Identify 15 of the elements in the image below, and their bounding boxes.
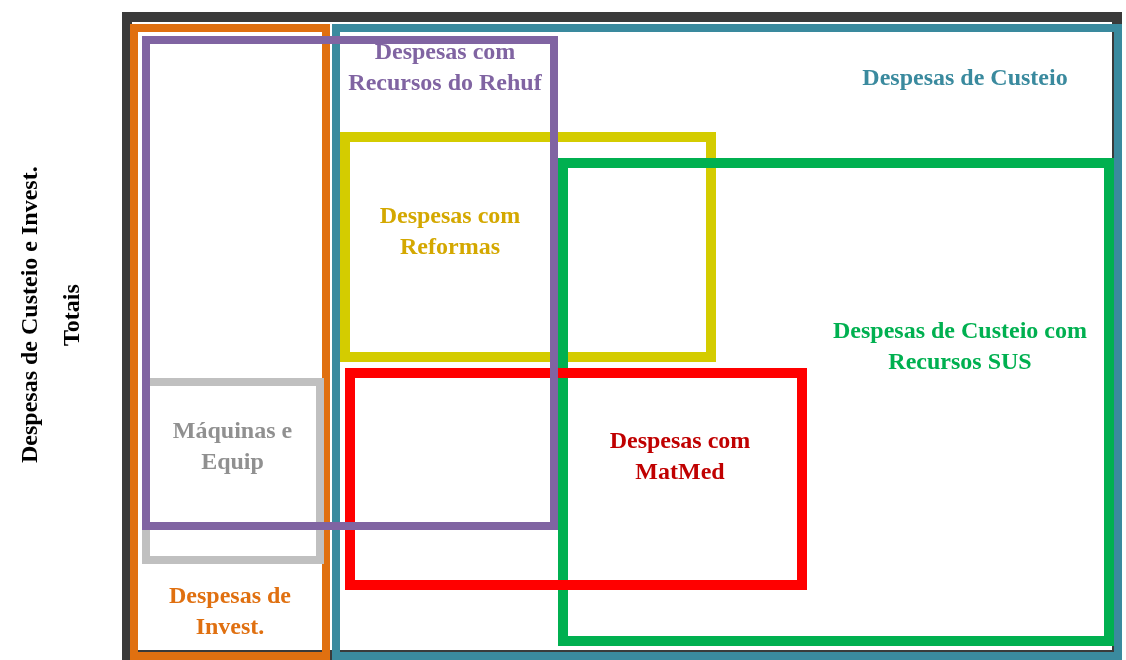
set-label: Despesas com MatMed bbox=[608, 426, 752, 486]
frame-heading: Despesas de Custeio e Invest. Totais bbox=[15, 165, 85, 466]
set-rectangle bbox=[332, 24, 1122, 660]
set-label: Despesas com Recursos do Rehuf bbox=[347, 37, 543, 97]
set-rectangle bbox=[558, 158, 1114, 646]
set-rectangle bbox=[130, 24, 330, 660]
set-label: Despesas com Reformas bbox=[378, 201, 522, 261]
set-rectangle bbox=[340, 132, 716, 362]
set-rectangle bbox=[142, 36, 558, 530]
set-label: Despesas de Custeio bbox=[861, 63, 1069, 92]
set-rectangle bbox=[345, 368, 807, 590]
set-label: Máquinas e Equip bbox=[171, 416, 294, 476]
set-label: Despesas de Custeio com Recursos SUS bbox=[832, 316, 1088, 376]
set-rectangle bbox=[142, 378, 324, 564]
set-label: Despesas de Invest. bbox=[168, 581, 292, 641]
